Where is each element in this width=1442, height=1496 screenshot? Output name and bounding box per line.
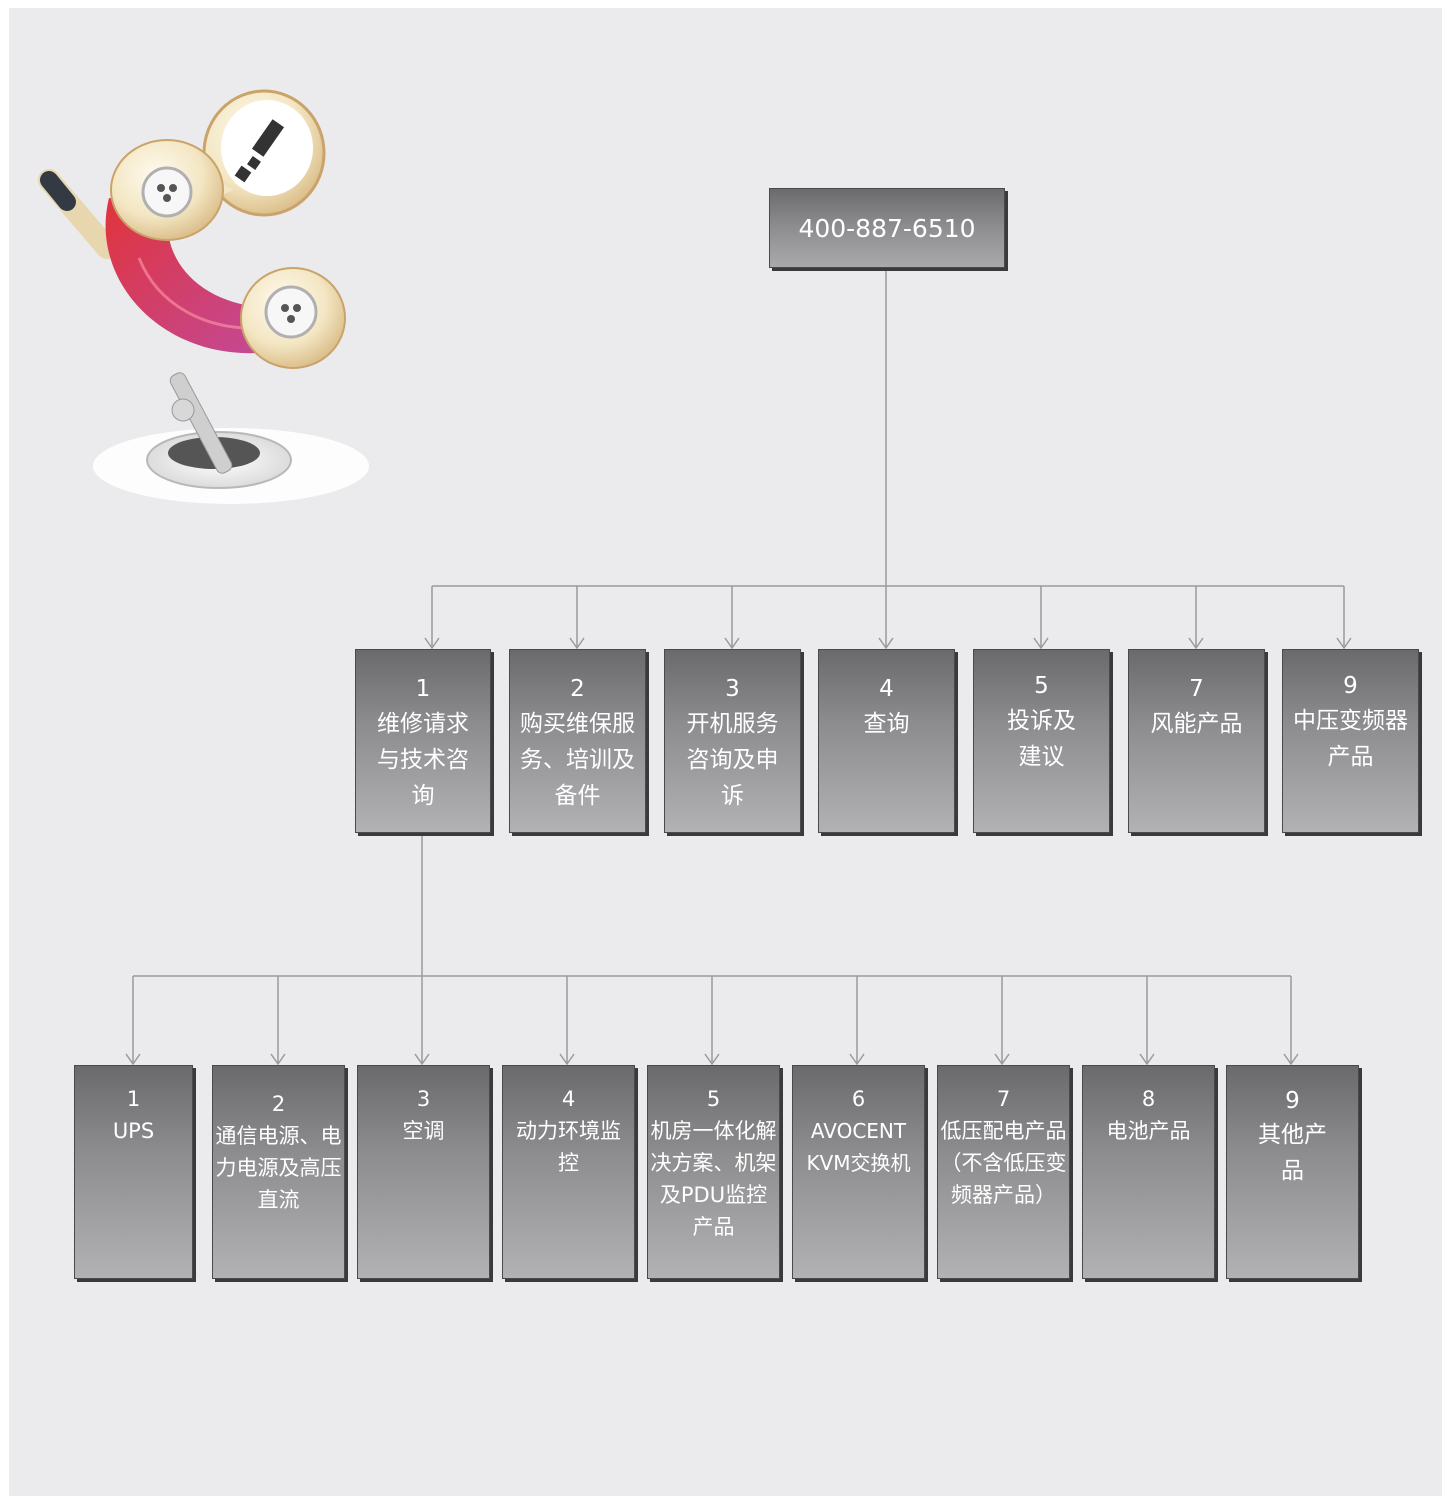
level1-num: 4 bbox=[879, 676, 894, 702]
level2-num: 5 bbox=[706, 1087, 721, 1111]
level2-label: 空调 bbox=[402, 1119, 445, 1143]
level2-label: 动力环境监控 bbox=[516, 1119, 621, 1175]
level2-box-power: 2 通信电源、电力电源及高压直流 bbox=[212, 1065, 345, 1279]
level1-num: 1 bbox=[415, 676, 431, 702]
level1-label: 维修请求与技术咨询 bbox=[377, 711, 469, 809]
level2-label: 电池产品 bbox=[1106, 1119, 1191, 1143]
level2-num: 4 bbox=[561, 1087, 576, 1111]
level2-box-lv-distribution: 7 低压配电产品（不含低压变频器产品） bbox=[937, 1065, 1070, 1279]
hotline-box: 400-887-6510 bbox=[769, 188, 1005, 268]
level2-box-datacenter: 5 机房一体化解决方案、机架及PDU监控产品 bbox=[647, 1065, 780, 1279]
level2-num: 8 bbox=[1141, 1087, 1156, 1111]
level2-box-other: 9 其他产品 bbox=[1226, 1065, 1359, 1279]
level2-label: 低压配电产品（不含低压变频器产品） bbox=[940, 1119, 1067, 1207]
level1-box-startup: 3 开机服务咨询及申诉 bbox=[664, 649, 801, 833]
level2-num: 6 bbox=[851, 1087, 866, 1111]
level2-label: 其他产品 bbox=[1258, 1122, 1327, 1184]
level2-num: 9 bbox=[1285, 1088, 1300, 1114]
level1-num: 9 bbox=[1343, 673, 1358, 699]
level2-num: 3 bbox=[416, 1087, 431, 1111]
level2-box-monitoring: 4 动力环境监控 bbox=[502, 1065, 635, 1279]
level1-box-complaint: 5 投诉及建议 bbox=[973, 649, 1110, 833]
level2-box-ups: 1 UPS bbox=[74, 1065, 193, 1279]
level2-box-ac: 3 空调 bbox=[357, 1065, 490, 1279]
level2-label: AVOCENT KVM交换机 bbox=[806, 1119, 911, 1175]
level1-label: 投诉及建议 bbox=[1007, 708, 1076, 770]
diagram-canvas: 400-887-6510 1 维修请求与技术咨询 2 购买维保服务、培训及备件 … bbox=[9, 8, 1442, 1496]
level2-box-kvm: 6 AVOCENT KVM交换机 bbox=[792, 1065, 925, 1279]
level2-arrows bbox=[125, 976, 1299, 1066]
level2-label: 机房一体化解决方案、机架及PDU监控产品 bbox=[650, 1119, 777, 1239]
level1-label: 中压变频器产品 bbox=[1293, 708, 1408, 770]
level1-box-maintenance: 2 购买维保服务、培训及备件 bbox=[509, 649, 646, 833]
level1-box-wind: 7 风能产品 bbox=[1128, 649, 1265, 833]
telephone-handset-icon bbox=[38, 89, 369, 504]
connector-lines bbox=[125, 268, 1352, 1066]
level1-num: 5 bbox=[1034, 673, 1049, 699]
level1-box-query: 4 查询 bbox=[818, 649, 955, 833]
level2-label: 通信电源、电力电源及高压直流 bbox=[215, 1124, 342, 1212]
level1-box-repair: 1 维修请求与技术咨询 bbox=[355, 649, 491, 833]
level1-label: 购买维保服务、培训及备件 bbox=[520, 711, 635, 809]
level2-num: 1 bbox=[126, 1087, 141, 1111]
level1-label: 风能产品 bbox=[1150, 711, 1243, 737]
level1-num: 7 bbox=[1189, 676, 1204, 702]
level1-num: 3 bbox=[725, 676, 740, 702]
level2-box-battery: 8 电池产品 bbox=[1082, 1065, 1215, 1279]
level1-num: 2 bbox=[570, 676, 585, 702]
level1-label: 开机服务咨询及申诉 bbox=[686, 711, 779, 809]
level1-label: 查询 bbox=[863, 711, 910, 737]
level2-num: 7 bbox=[996, 1087, 1011, 1111]
level1-box-mv-drive: 9 中压变频器产品 bbox=[1282, 649, 1419, 833]
level1-arrows bbox=[424, 586, 1352, 650]
level2-num: 2 bbox=[271, 1092, 286, 1116]
level2-label: UPS bbox=[112, 1119, 155, 1143]
